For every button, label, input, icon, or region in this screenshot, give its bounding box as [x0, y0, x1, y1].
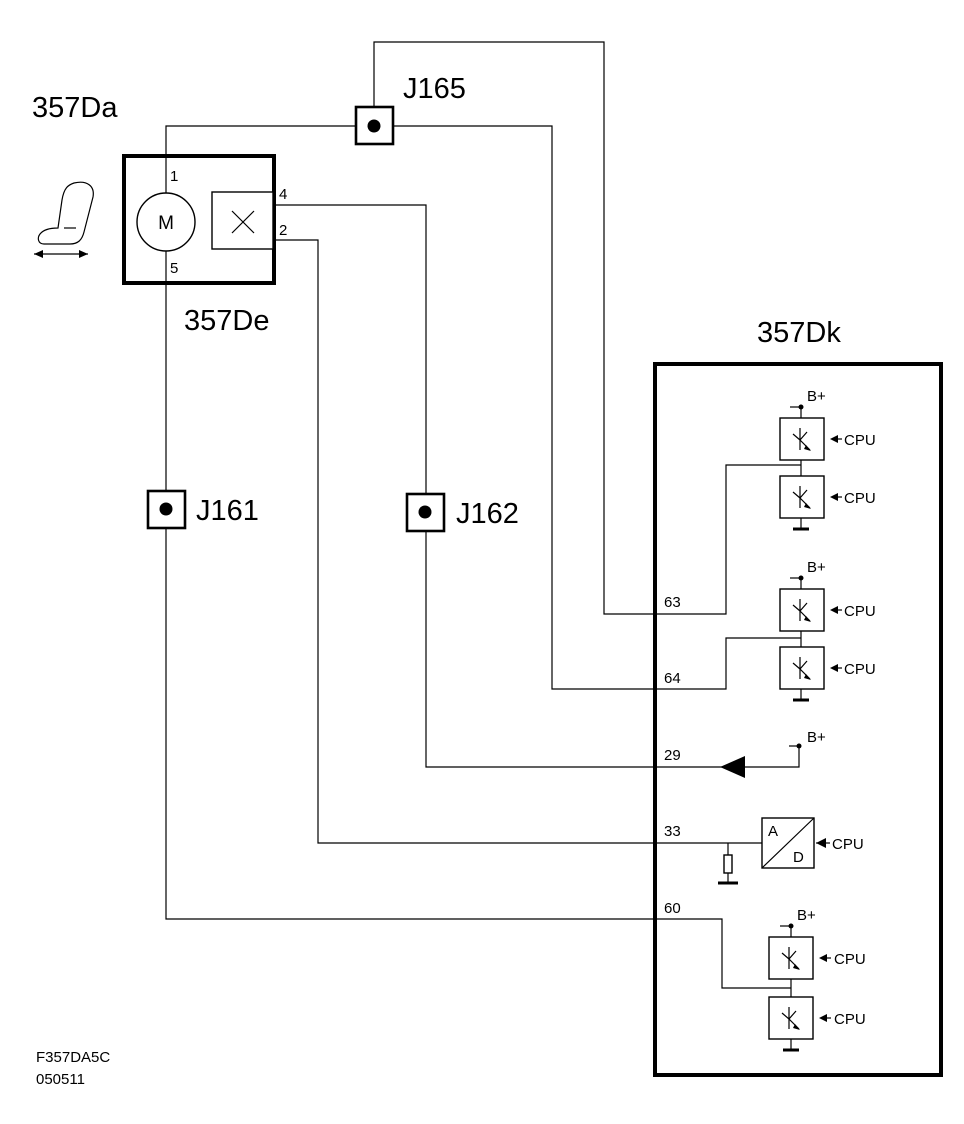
transistor-switch-icon — [768, 936, 832, 980]
half-bridge-1 — [654, 404, 843, 615]
transistor-switch-icon — [779, 475, 843, 519]
transistor-switch-icon — [779, 646, 843, 690]
wires — [165, 41, 654, 920]
transistor-switch-icon — [779, 417, 843, 461]
diode-supply — [654, 743, 802, 778]
module-pin-33: 33 — [664, 823, 681, 840]
label-j161: J161 — [196, 495, 259, 527]
cpu-label: CPU — [844, 490, 876, 507]
label-357de: 357De — [184, 305, 269, 337]
cpu-label: CPU — [832, 836, 864, 853]
ad-label-a: A — [768, 823, 778, 840]
diode-arrow-icon — [720, 756, 745, 778]
module-pin-64: 64 — [664, 670, 681, 687]
cross-sensor-icon — [211, 191, 274, 250]
motor-pin-1: 1 — [170, 168, 178, 185]
module-pin-60: 60 — [664, 900, 681, 917]
transistor-switch-icon — [779, 588, 843, 632]
sensor-pin-4: 4 — [279, 186, 287, 203]
resistor-icon — [718, 843, 738, 885]
motor-unit-box — [122, 154, 276, 285]
cpu-label: CPU — [844, 603, 876, 620]
half-bridge-3 — [654, 918, 832, 1052]
label-j162: J162 — [456, 498, 519, 530]
cpu-label: CPU — [844, 661, 876, 678]
transistor-switch-icon — [768, 996, 832, 1040]
connector-j161 — [146, 489, 187, 530]
seat-adjust-icon — [34, 181, 94, 258]
cpu-label: CPU — [834, 1011, 866, 1028]
half-bridge-2 — [654, 575, 843, 702]
sensor-pin-2: 2 — [279, 222, 287, 239]
connector-j165 — [354, 105, 395, 146]
cpu-label: CPU — [834, 951, 866, 968]
supply-label: B+ — [807, 388, 826, 405]
ad-label-d: D — [793, 849, 804, 866]
motor-symbol: M — [136, 168, 196, 282]
module-pin-29: 29 — [664, 747, 681, 764]
ad-converter-icon — [654, 817, 830, 869]
label-357da: 357Da — [32, 92, 118, 124]
motor-letter: M — [158, 213, 174, 234]
module-pin-63: 63 — [664, 594, 681, 611]
label-357dk: 357Dk — [757, 317, 841, 349]
supply-label: B+ — [797, 907, 816, 924]
supply-label: B+ — [807, 559, 826, 576]
control-module-box — [653, 362, 943, 1077]
connector-j162 — [405, 492, 446, 533]
cpu-label: CPU — [844, 432, 876, 449]
figure-code: F357DA5C — [36, 1049, 110, 1066]
supply-label: B+ — [807, 729, 826, 746]
label-j165: J165 — [403, 73, 466, 105]
figure-date: 050511 — [36, 1071, 85, 1088]
motor-pin-5: 5 — [170, 260, 178, 277]
